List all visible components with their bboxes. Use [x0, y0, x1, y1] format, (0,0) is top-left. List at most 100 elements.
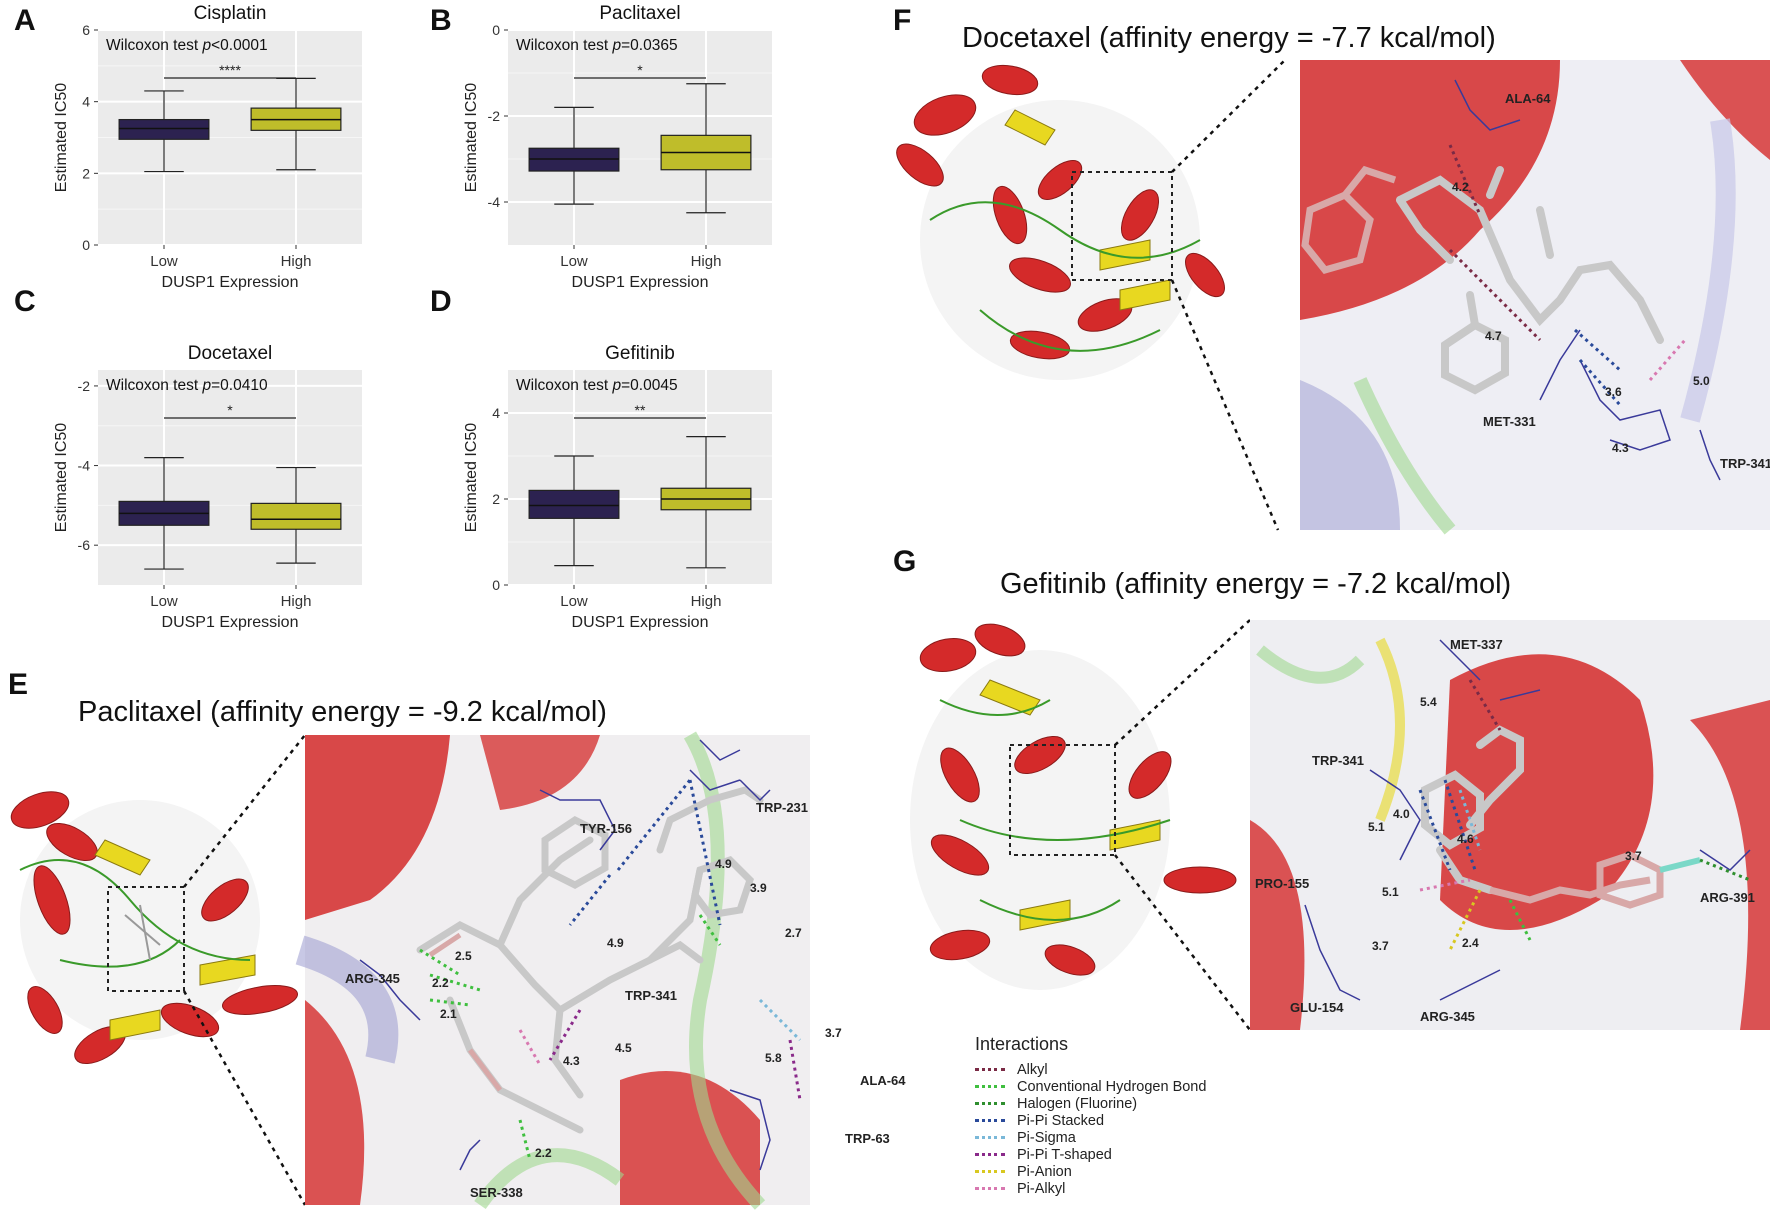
- box-low: [528, 489, 620, 519]
- legend-label: Pi-Anion: [1017, 1163, 1072, 1180]
- residue-label-f-2: TRP-341: [1720, 456, 1770, 471]
- legend-label: Conventional Hydrogen Bond: [1017, 1078, 1207, 1095]
- distance-label-g-5: 3.7: [1625, 849, 1642, 863]
- legend-label: Alkyl: [1017, 1061, 1048, 1078]
- residue-label-g-3: ARG-391: [1700, 890, 1755, 905]
- residue-label-f-0: ALA-64: [1505, 91, 1551, 106]
- residue-label-e-4: ALA-64: [860, 1073, 906, 1088]
- distance-label-f-1: 4.7: [1485, 329, 1502, 343]
- chart-title: Paclitaxel: [599, 3, 680, 24]
- residue-label-e-2: ARG-345: [345, 971, 400, 986]
- legend-item-2: Halogen (Fluorine): [975, 1095, 1275, 1112]
- y-tick-label: -4: [78, 458, 91, 474]
- docking-panel-e: TRP-231 TYR-156 ARG-345 TRP-341 ALA-64 T…: [10, 731, 906, 1210]
- residue-label-e-5: TRP-63: [845, 1131, 890, 1146]
- legend-item-6: Pi-Anion: [975, 1163, 1275, 1180]
- legend-label: Halogen (Fluorine): [1017, 1095, 1138, 1112]
- residue-label-g-2: PRO-155: [1255, 876, 1309, 891]
- y-tick-label: 4: [492, 405, 500, 421]
- legend-swatch: [975, 1170, 1005, 1173]
- residue-label-g-0: MET-337: [1450, 637, 1503, 652]
- distance-label-e-5: 2.2: [432, 976, 449, 990]
- x-axis-label: DUSP1 Expression: [162, 274, 299, 291]
- distance-label-e-0: 4.9: [715, 857, 732, 871]
- distance-label-f-3: 5.0: [1693, 374, 1710, 388]
- wilcoxon-label: Wilcoxon test p=0.0365: [516, 37, 678, 54]
- legend-label: Pi-Sigma: [1017, 1129, 1076, 1146]
- legend-label: Pi-Pi T-shaped: [1017, 1146, 1112, 1163]
- box-low: [118, 118, 210, 140]
- legend-item-5: Pi-Pi T-shaped: [975, 1146, 1275, 1163]
- docking-panel-f: ALA-64 MET-331 TRP-341 4.2 4.7 3.6 5.0 4…: [896, 59, 1770, 535]
- residue-label-e-6: SER-338: [470, 1185, 523, 1200]
- significance-stars: *: [227, 402, 233, 418]
- y-axis-label: Estimated IC50: [53, 423, 70, 532]
- legend-item-0: Alkyl: [975, 1061, 1275, 1078]
- panel-letter-a: A: [14, 4, 36, 37]
- chart-title: Docetaxel: [188, 343, 273, 364]
- x-axis-label: DUSP1 Expression: [572, 274, 709, 291]
- residue-label-g-1: TRP-341: [1312, 753, 1364, 768]
- y-tick-label: 2: [82, 165, 90, 181]
- protein-overview-g: [910, 623, 1237, 990]
- distance-label-e-11: 2.2: [535, 1146, 552, 1160]
- x-tick-label: Low: [560, 593, 588, 610]
- legend-label: Pi-Pi Stacked: [1017, 1112, 1105, 1129]
- y-tick-label: 4: [82, 94, 90, 110]
- docking-title-e: Paclitaxel (affinity energy = -9.2 kcal/…: [78, 696, 607, 728]
- y-tick-label: 0: [492, 577, 500, 593]
- distance-label-e-3: 2.7: [785, 926, 802, 940]
- y-tick-label: -2: [78, 378, 91, 394]
- distance-label-e-6: 2.1: [440, 1007, 457, 1021]
- legend-swatch: [975, 1153, 1005, 1156]
- distance-label-e-1: 3.9: [750, 881, 767, 895]
- x-axis-label: DUSP1 Expression: [572, 614, 709, 631]
- distance-label-e-9: 3.7: [825, 1026, 842, 1040]
- residue-label-g-4: GLU-154: [1290, 1000, 1344, 1015]
- y-axis-label: Estimated IC50: [463, 423, 480, 532]
- y-tick-label: -4: [488, 194, 501, 210]
- distance-label-g-7: 3.7: [1372, 939, 1389, 953]
- x-tick-label: Low: [560, 253, 588, 270]
- panel-letter-c: C: [14, 285, 36, 318]
- chart-title: Gefitinib: [605, 343, 675, 364]
- x-tick-label: High: [281, 593, 312, 610]
- x-tick-label: High: [691, 253, 722, 270]
- legend-swatch: [975, 1102, 1005, 1105]
- legend-swatch: [975, 1085, 1005, 1088]
- distance-label-g-4: 5.1: [1382, 885, 1399, 899]
- distance-label-e-8: 4.5: [615, 1041, 632, 1055]
- binding-site-zoom-f: [1300, 60, 1770, 535]
- legend-item-1: Conventional Hydrogen Bond: [975, 1078, 1275, 1095]
- distance-label-f-4: 4.3: [1612, 441, 1629, 455]
- significance-stars: *: [637, 62, 643, 78]
- legend-swatch: [975, 1136, 1005, 1139]
- chart-title: Cisplatin: [194, 3, 267, 24]
- x-axis-label: DUSP1 Expression: [162, 614, 299, 631]
- y-tick-label: 6: [82, 22, 90, 38]
- residue-label-e-0: TRP-231: [756, 800, 808, 815]
- distance-label-e-4: 2.5: [455, 949, 472, 963]
- x-tick-label: High: [281, 253, 312, 270]
- legend-label: Pi-Alkyl: [1017, 1180, 1066, 1197]
- panel-letter-g: G: [893, 545, 917, 578]
- significance-stars: ****: [219, 62, 241, 78]
- plot-background: [508, 370, 772, 585]
- legend-swatch: [975, 1187, 1005, 1190]
- panel-letter-f: F: [893, 4, 912, 37]
- panel-letter-b: B: [430, 4, 452, 37]
- x-tick-label: Low: [150, 593, 178, 610]
- y-tick-label: 0: [492, 22, 500, 38]
- y-axis-label: Estimated IC50: [53, 83, 70, 192]
- distance-label-g-2: 5.1: [1368, 820, 1385, 834]
- binding-site-zoom-e: [295, 731, 810, 1210]
- wilcoxon-label: Wilcoxon test p<0.0001: [106, 37, 268, 54]
- distance-label-f-0: 4.2: [1452, 180, 1469, 194]
- residue-label-g-5: ARG-345: [1420, 1009, 1475, 1024]
- x-tick-label: High: [691, 593, 722, 610]
- y-tick-label: -2: [488, 108, 501, 124]
- panel-letter-e: E: [8, 668, 29, 701]
